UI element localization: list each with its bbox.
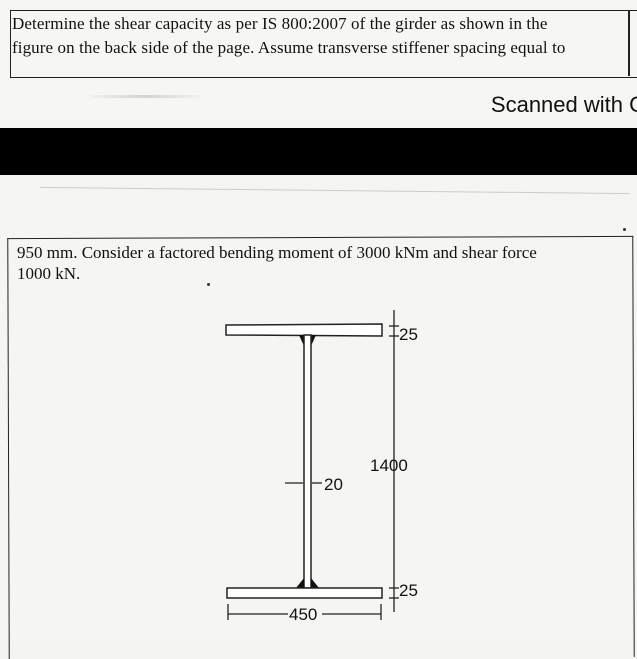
question-line-1: Determine the shear capacity as per IS 8…	[12, 14, 548, 33]
top-flange	[225, 323, 383, 337]
speck	[207, 283, 210, 286]
scan-smudge	[90, 95, 200, 98]
bottom-flange	[226, 587, 383, 599]
question-box-top	[10, 10, 637, 78]
dim-top-flange: 25	[399, 325, 418, 344]
scanned-page-top: Determine the shear capacity as per IS 8…	[0, 0, 637, 128]
scanner-watermark: Scanned with C	[490, 92, 637, 117]
dim-web-thickness: 20	[324, 475, 343, 494]
girder-cross-section-figure: 25 1400 25 20 450	[225, 310, 418, 624]
dim-web-depth: 1400	[370, 456, 408, 475]
question-line-3: 950 mm. Consider a factored bending mome…	[17, 243, 537, 262]
web	[303, 334, 312, 589]
scanned-page-bottom	[0, 175, 637, 642]
dim-flange-width: 450	[289, 605, 317, 624]
black-separator	[0, 128, 637, 175]
dim-bottom-flange: 25	[399, 581, 418, 600]
question-line-2: figure on the back side of the page. Ass…	[12, 38, 566, 57]
speck	[623, 228, 626, 231]
table-border	[628, 10, 630, 76]
weld-bottom	[296, 578, 319, 588]
question-line-4: 1000 kN.	[17, 264, 81, 283]
